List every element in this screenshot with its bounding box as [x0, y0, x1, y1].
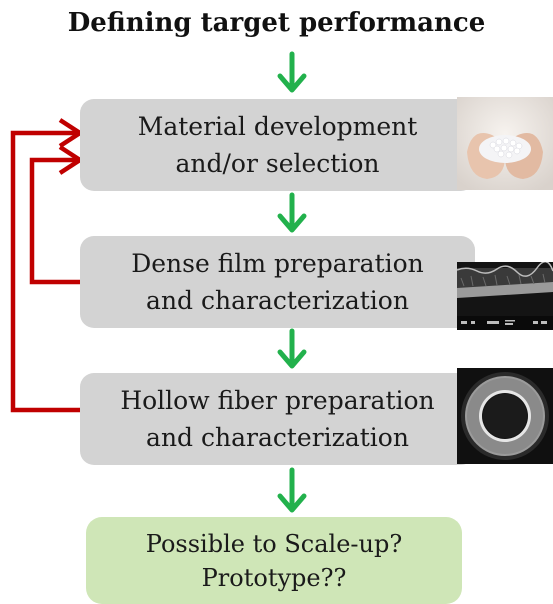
- step-2-line-2: and characterization: [146, 286, 409, 315]
- step-material-development: Material development and/or selection: [80, 99, 475, 191]
- powder-in-hands-photo: [457, 97, 553, 190]
- step-3-line-2: and characterization: [146, 423, 409, 452]
- step-1-line-1: Material development: [137, 112, 418, 141]
- sem-cross-section-photo: [457, 262, 553, 330]
- step-hollow-fiber: Hollow fiber preparation and characteriz…: [80, 373, 475, 465]
- flow-arrow-1: [277, 51, 307, 93]
- step-3-line-1: Hollow fiber preparation: [120, 386, 435, 415]
- diagram-title: Defining target performance: [67, 8, 486, 38]
- step-1-line-2: and/or selection: [175, 149, 380, 178]
- hollow-fiber-sem-photo: [457, 368, 553, 464]
- flow-arrow-2: [277, 192, 307, 233]
- final-line-1: Possible to Scale-up?: [145, 529, 403, 558]
- flow-arrow-3: [277, 328, 307, 369]
- feedback-arrow-from-hollow-fiber: [10, 118, 85, 413]
- feedback-arrow-from-dense-film: [29, 145, 85, 285]
- step-dense-film: Dense film preparation and characterizat…: [80, 236, 475, 328]
- final-step-scale-up: Possible to Scale-up? Prototype??: [86, 517, 462, 604]
- final-line-2: Prototype??: [201, 563, 347, 592]
- step-2-line-1: Dense film preparation: [131, 249, 424, 278]
- flow-arrow-4: [277, 467, 307, 513]
